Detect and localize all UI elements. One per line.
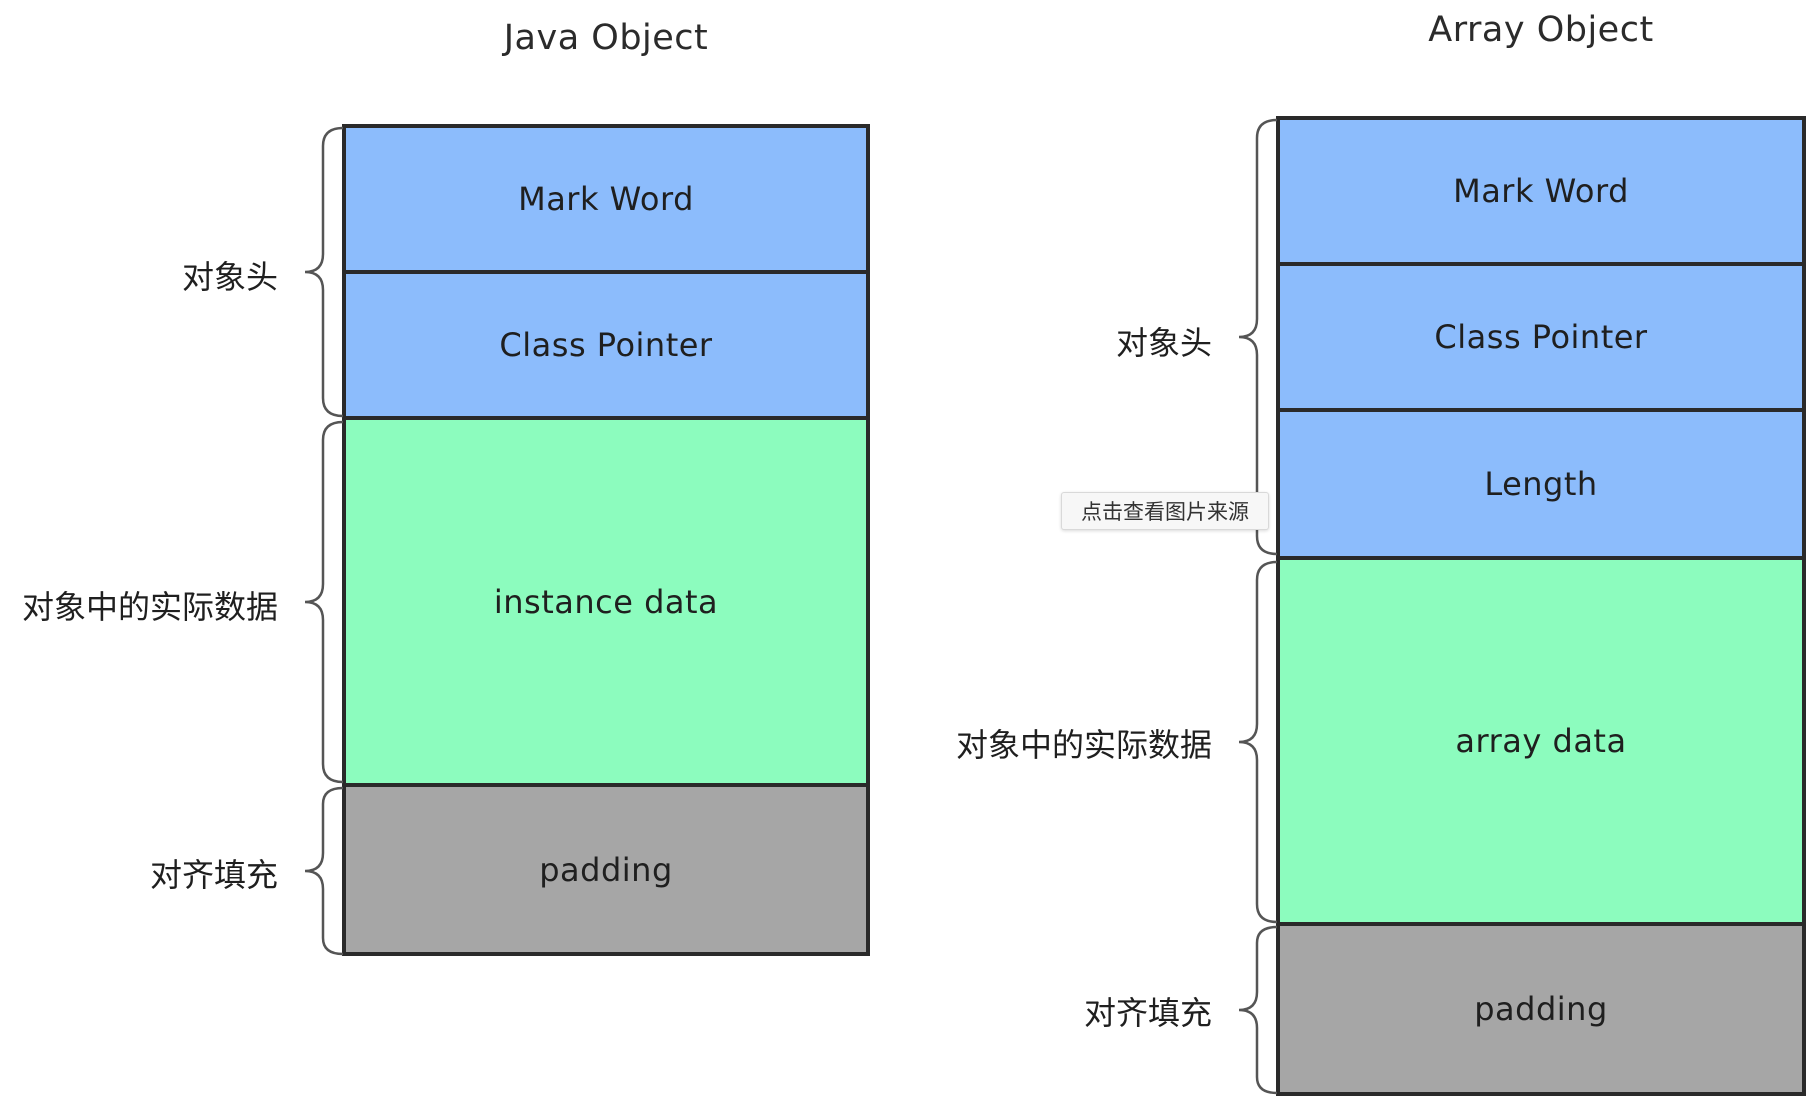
java-class-pointer-label: Class Pointer [499, 326, 713, 364]
array-class-pointer-block: Class Pointer [1276, 262, 1806, 412]
java-padding-block: padding [342, 783, 870, 956]
array-data-brace [1238, 560, 1278, 924]
java-data-brace [304, 420, 344, 784]
image-source-tooltip[interactable]: 点击查看图片来源 [1061, 492, 1269, 530]
array-length-block: Length [1276, 408, 1806, 560]
array-header-side-label: 对象头 [1115, 324, 1212, 362]
array-padding-side-label: 对齐填充 [1083, 994, 1212, 1032]
java-object-title: Java Object [503, 18, 709, 58]
java-class-pointer-block: Class Pointer [342, 270, 870, 420]
array-header-brace [1238, 118, 1278, 556]
array-padding-label: padding [1474, 990, 1608, 1028]
array-mark-word-label: Mark Word [1453, 172, 1629, 210]
array-data-block: array data [1276, 556, 1806, 926]
java-padding-brace [304, 786, 344, 956]
array-object-title: Array Object [1428, 10, 1654, 50]
java-header-brace [304, 126, 344, 418]
java-data-side-label: 对象中的实际数据 [21, 588, 278, 626]
array-data-label: array data [1455, 722, 1627, 760]
java-header-side-label: 对象头 [181, 258, 278, 296]
java-padding-label: padding [539, 850, 673, 889]
java-instance-data-block: instance data [342, 416, 870, 787]
java-mark-word-label: Mark Word [518, 180, 694, 218]
array-length-label: Length [1484, 465, 1598, 503]
java-instance-data-label: instance data [493, 582, 719, 621]
array-mark-word-block: Mark Word [1276, 116, 1806, 266]
java-mark-word-block: Mark Word [342, 124, 870, 274]
array-class-pointer-label: Class Pointer [1434, 318, 1648, 356]
array-padding-brace [1238, 925, 1278, 1095]
array-padding-block: padding [1276, 922, 1806, 1096]
java-padding-side-label: 对齐填充 [149, 856, 278, 894]
array-data-side-label: 对象中的实际数据 [955, 726, 1212, 764]
